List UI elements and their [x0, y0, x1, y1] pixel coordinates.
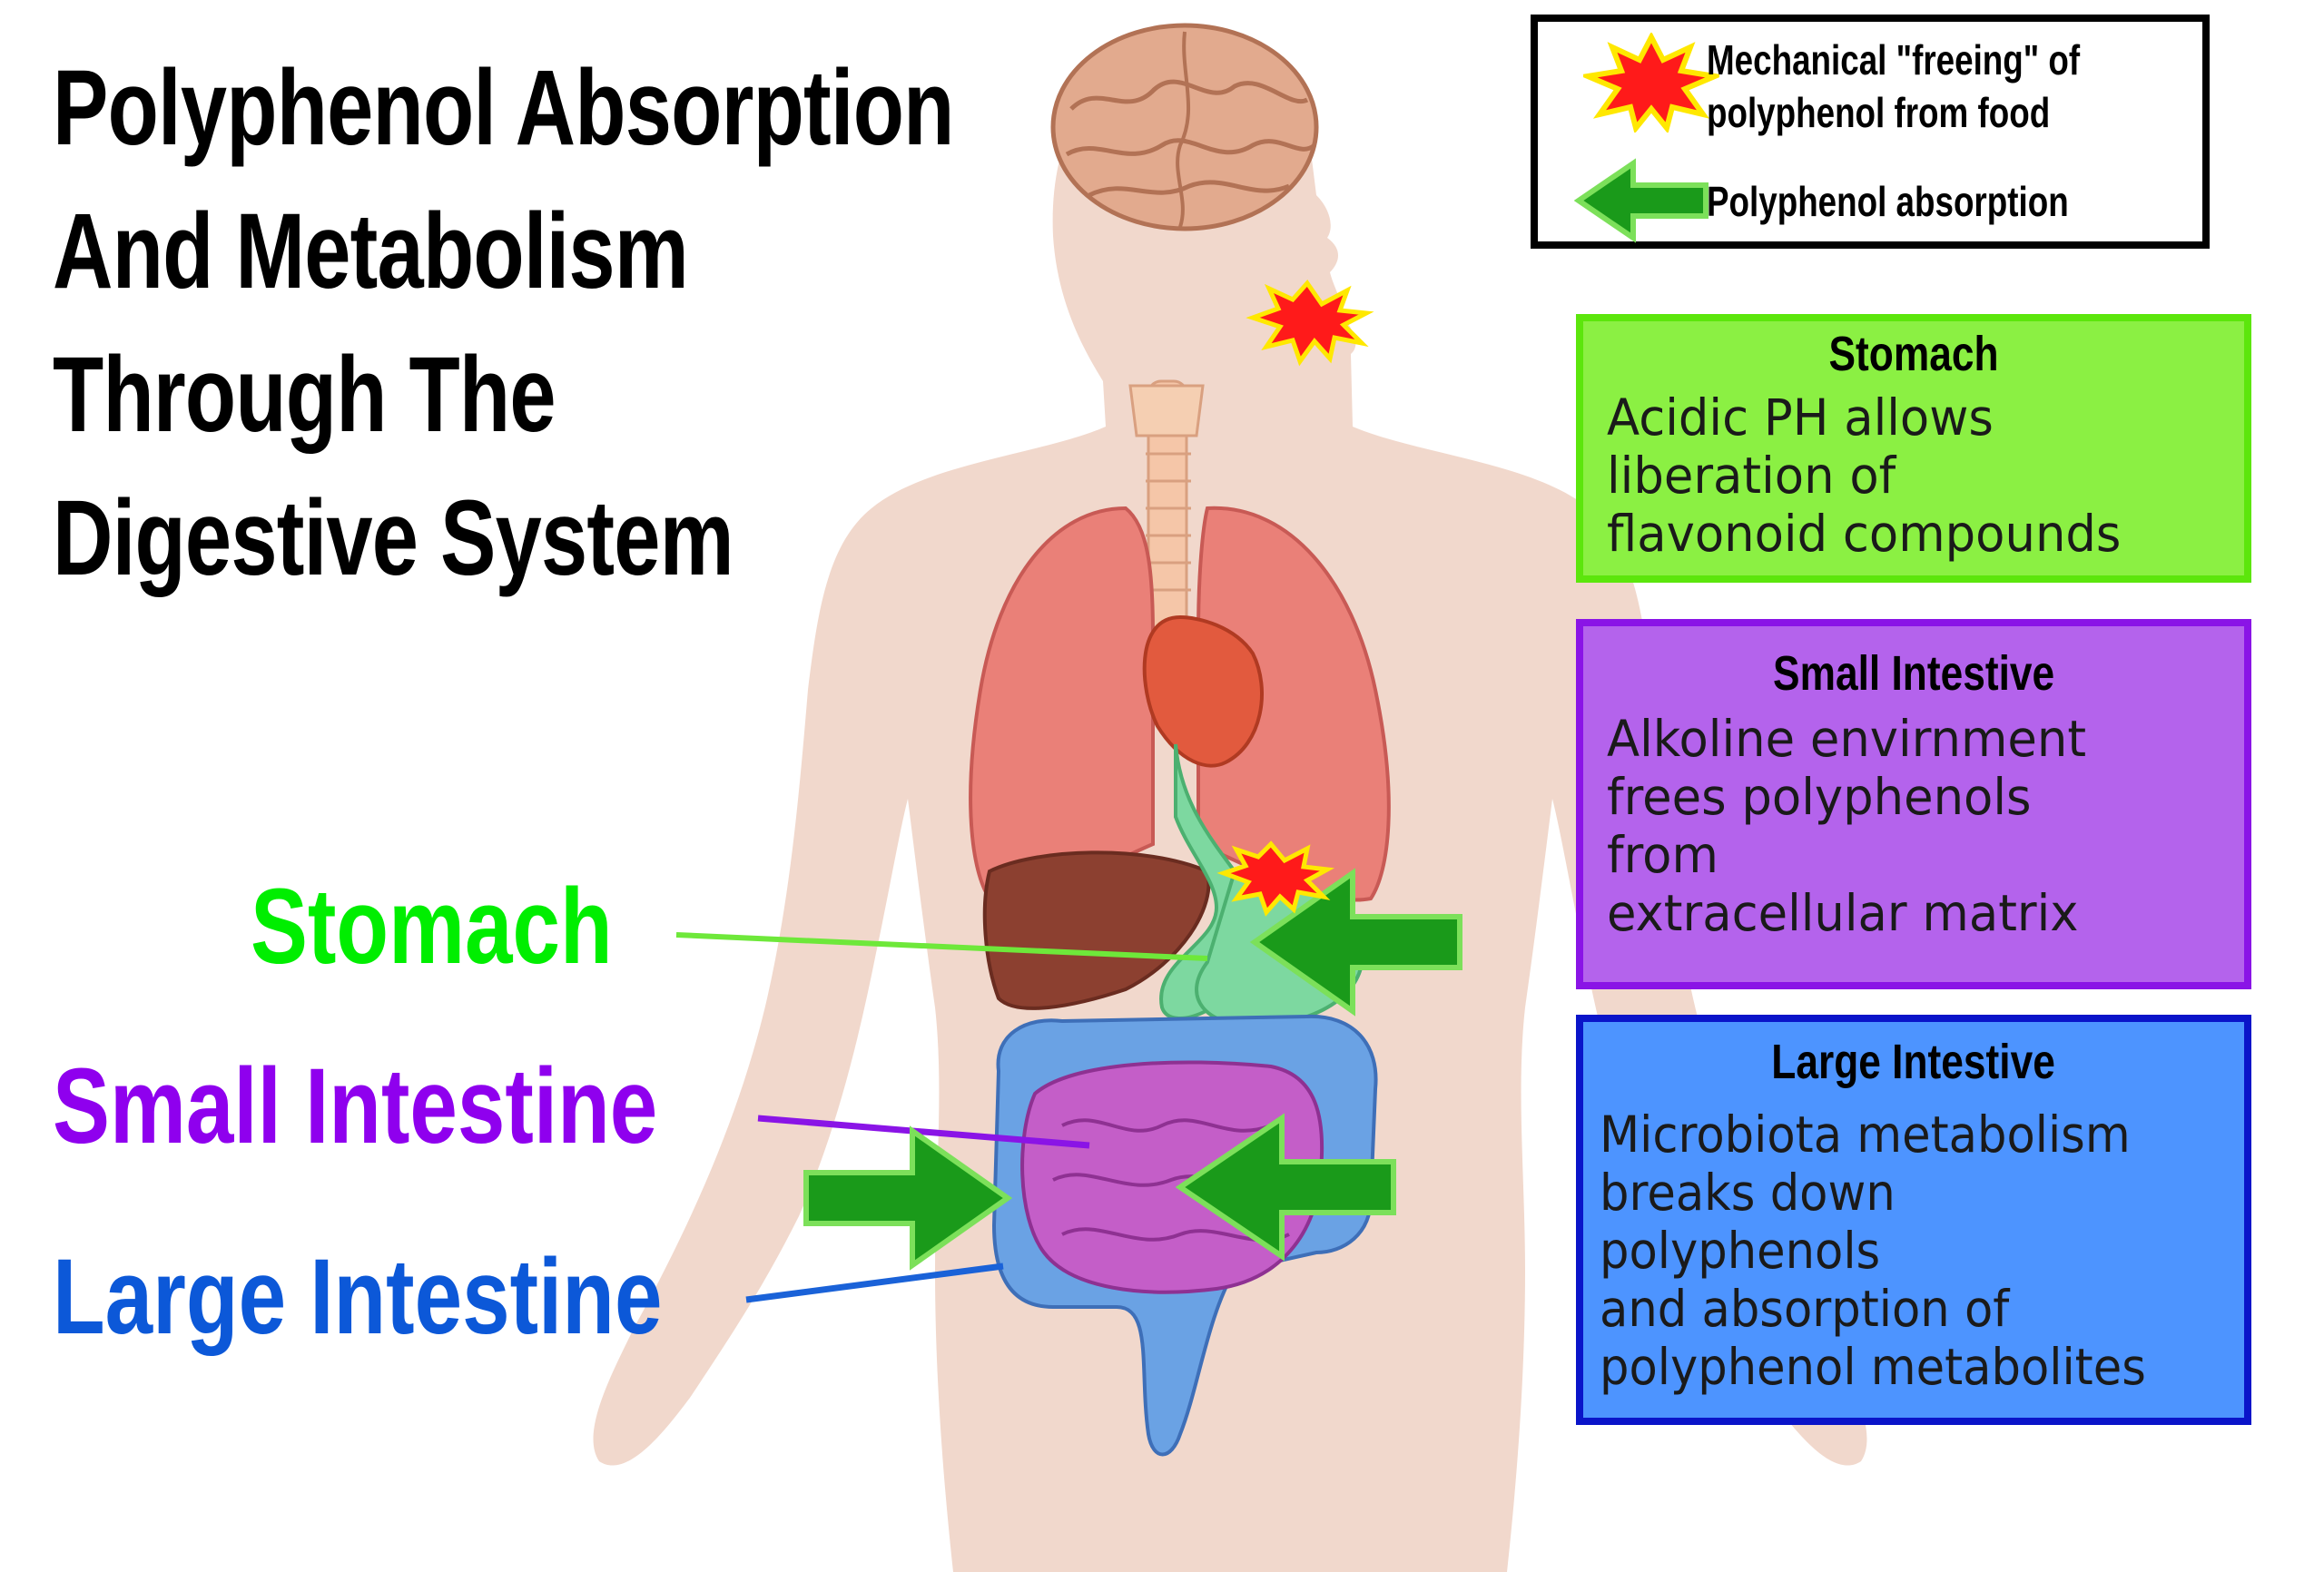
red-starburst-icon [1583, 33, 1719, 133]
legend-absorption-label: Polyphenol absorption [1707, 178, 2069, 225]
stomach-info-box: Stomach Acidic PH allows liberation of f… [1576, 314, 2251, 583]
stomach-starburst-icon [1216, 840, 1335, 917]
liver-illustration [982, 850, 1211, 1010]
large-intestine-info-heading: Large Intestive [1771, 1035, 2056, 1089]
brain-illustration [1050, 23, 1319, 231]
mouth-starburst-icon [1246, 279, 1374, 367]
large-intestine-info-box: Large Intestive Microbiota metabolism br… [1576, 1015, 2251, 1425]
small-intestine-info-body: Alkoline envirnment frees polyphenols fr… [1607, 710, 2087, 942]
small-intestine-absorption-arrow-icon [1175, 1113, 1396, 1262]
stomach-info-heading: Stomach [1828, 327, 1999, 381]
small-intestine-label: Small Intestine [53, 1046, 658, 1166]
small-intestine-info-box: Small Intestive Alkoline envirnment free… [1576, 619, 2251, 989]
title-line-4: Digestive System [53, 478, 734, 598]
large-intestine-info-body: Microbiota metabolism breaks down polyph… [1600, 1105, 2146, 1396]
large-intestine-pointer-line [745, 1263, 1004, 1303]
stomach-absorption-arrow-icon [1249, 868, 1462, 1017]
title-line-3: Through The [53, 335, 556, 455]
legend-release-label-line-1: Mechanical "freeing" of [1707, 36, 2081, 84]
green-arrow-icon [1574, 158, 1709, 243]
stomach-info-body: Acidic PH allows liberation of flavonoid… [1607, 388, 2122, 563]
large-intestine-label: Large Intestine [53, 1237, 663, 1357]
title-line-2: And Metabolism [53, 192, 689, 311]
lungs-illustration [969, 506, 1391, 902]
stomach-label: Stomach [251, 867, 613, 987]
large-intestine-absorption-arrow-icon [803, 1125, 1013, 1271]
small-intestine-pointer-line [757, 1115, 1090, 1149]
stomach-pointer-line [675, 932, 1208, 961]
legend-release-label-line-2: polyphenol from food [1707, 89, 2051, 136]
heart-illustration [1142, 614, 1264, 768]
page-title: Polyphenol Absorption And Metabolism Thr… [53, 36, 954, 610]
small-intestine-info-heading: Small Intestive [1772, 646, 2055, 701]
title-line-1: Polyphenol Absorption [53, 48, 954, 168]
legend: Mechanical "freeing" of polyphenol from … [1531, 15, 2210, 249]
